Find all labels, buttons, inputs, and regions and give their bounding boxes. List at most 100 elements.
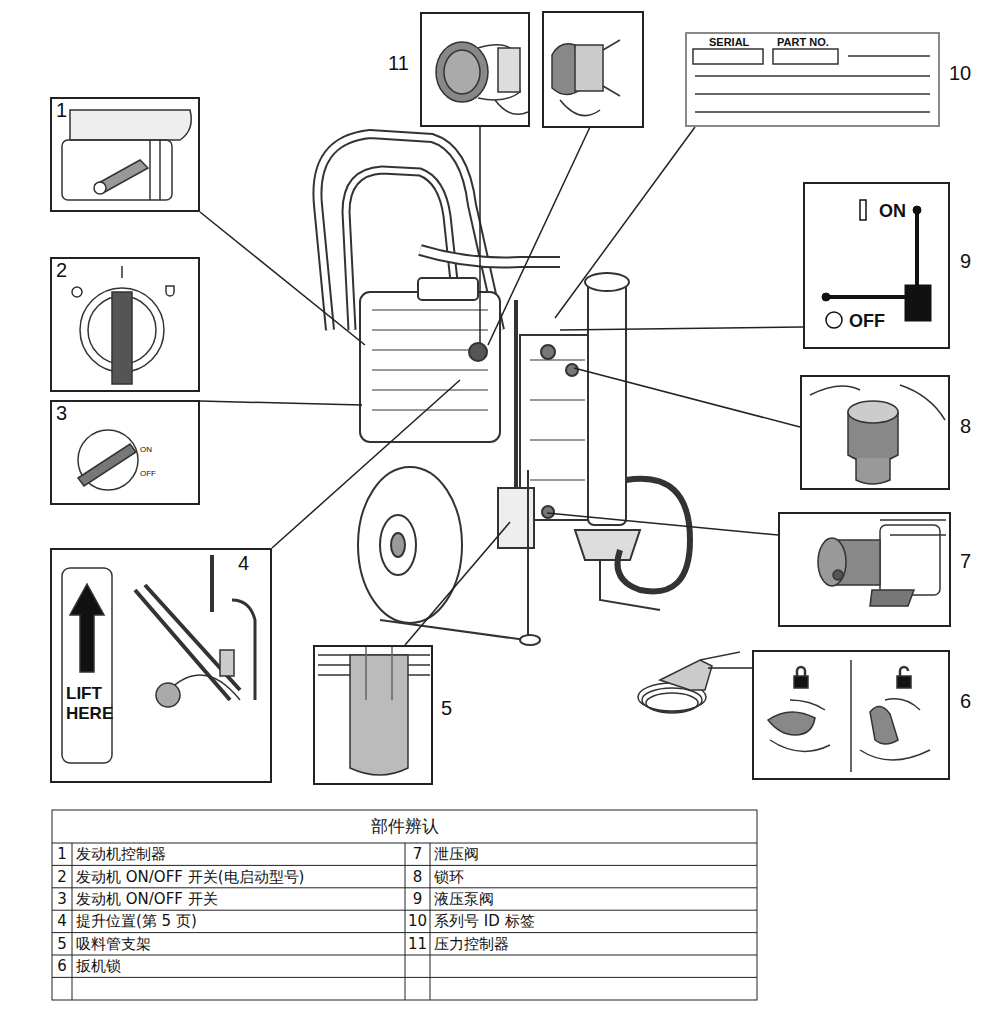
spray-gun — [642, 688, 702, 712]
engine-control-icon — [94, 182, 106, 194]
leader-line — [405, 522, 510, 645]
table-grid — [405, 843, 406, 1000]
sprayer-machine — [380, 470, 660, 642]
sprayer-machine — [588, 280, 626, 525]
callout-number: 10 — [949, 62, 971, 84]
lift-icon — [62, 568, 112, 763]
sprayer-machine — [358, 467, 462, 623]
valve-lever-icon — [915, 210, 919, 290]
table-grid — [52, 810, 757, 1000]
prime-valve-icon — [818, 538, 846, 586]
tube-support-icon — [350, 655, 408, 775]
sprayer-machine — [585, 273, 629, 291]
table-number: 9 — [413, 890, 423, 908]
prime-valve-icon — [880, 520, 946, 535]
lift-icon — [70, 584, 104, 672]
callout-box: 4LIFT HERE — [50, 548, 272, 783]
valve-lever-icon — [826, 295, 910, 299]
table-grid — [72, 843, 73, 1000]
trigger-lock-icon — [870, 706, 898, 744]
callout-box: 3ONOFF — [50, 400, 200, 505]
table-cell: 液压泵阀 — [434, 890, 494, 908]
engine-control-icon — [150, 140, 160, 200]
lift-icon — [232, 600, 255, 700]
table-number: 8 — [413, 868, 423, 886]
symbol-text: PART NO. — [777, 36, 829, 48]
prime-valve-icon — [880, 525, 940, 595]
pressure-control-icon — [498, 48, 520, 92]
sprayer-machine — [566, 364, 578, 376]
callout-number: 4 — [238, 552, 249, 574]
leader-line — [708, 667, 752, 669]
spray-gun — [660, 660, 712, 690]
serial-label-icon — [693, 49, 930, 112]
sprayer-machine — [469, 343, 487, 361]
leader-line — [488, 127, 590, 345]
leader-line — [547, 513, 778, 535]
callout-box: 5 — [313, 645, 433, 785]
table-cell: 压力控制器 — [434, 935, 509, 953]
symbol-text: ON — [879, 202, 906, 222]
trigger-lock-icon — [897, 676, 911, 688]
table-cell: 发动机控制器 — [76, 845, 166, 863]
pressure-control-icon — [478, 45, 520, 100]
table-number: 6 — [57, 957, 67, 975]
callout-number: 1 — [56, 99, 67, 121]
switch-icon — [78, 430, 138, 490]
table-cell: 吸料管支架 — [76, 935, 151, 953]
callout-box: 6 — [752, 650, 950, 780]
table-number: 2 — [57, 868, 67, 886]
callout-number: 5 — [441, 697, 452, 719]
sprayer-machine — [360, 292, 500, 442]
sprayer-machine — [575, 530, 640, 560]
table-number: 1 — [57, 845, 67, 863]
prime-valve-icon — [870, 590, 914, 606]
lift-icon — [62, 555, 255, 763]
leader-line — [200, 212, 365, 345]
spray-gun — [646, 693, 698, 713]
table-cell: 提升位置(第 5 页) — [76, 912, 197, 930]
serial-label-icon — [848, 55, 930, 57]
sprayer-machine — [542, 506, 554, 518]
leader-line — [200, 127, 803, 668]
trigger-lock-icon — [860, 699, 930, 760]
symbol-text: ON — [140, 446, 152, 455]
pressure-control-icon — [436, 12, 643, 127]
leader-line — [574, 368, 800, 427]
tube-support-icon — [366, 645, 392, 700]
switch-icon — [78, 430, 138, 490]
switch-icon — [72, 287, 82, 297]
pressure-control-icon — [444, 50, 480, 94]
sprayer-machine — [520, 635, 540, 645]
table-cell: 系列号 ID 标签 — [434, 912, 535, 930]
trigger-lock-icon — [794, 676, 808, 688]
lift-icon — [220, 650, 234, 676]
callout-number: 9 — [960, 250, 971, 272]
callout-number: 8 — [960, 415, 971, 437]
lock-ring-icon — [848, 401, 898, 423]
callout-box: 11 — [420, 12, 530, 127]
table-grid — [52, 843, 757, 1000]
table-cell: 发动机 ON/OFF 开关 — [76, 890, 218, 908]
callout-box: 7 — [778, 512, 951, 627]
prime-valve-icon — [833, 570, 843, 580]
lift-icon — [135, 555, 240, 700]
sprayer-machine — [530, 360, 585, 480]
serial-label-icon — [695, 75, 930, 77]
sprayer-machine — [418, 278, 478, 300]
switch-icon — [121, 266, 123, 278]
callout-number: 7 — [960, 550, 971, 572]
valve-lever-icon — [913, 206, 921, 214]
serial-label-icon — [693, 49, 763, 64]
prime-valve-icon — [818, 520, 946, 606]
valve-lever-icon — [822, 200, 931, 328]
sprayer-machine — [391, 533, 405, 557]
pressure-control-icon — [560, 40, 620, 116]
symbol-text: OFF — [140, 470, 156, 479]
engine-control-icon — [70, 110, 191, 140]
leader-line — [560, 327, 803, 330]
callout-box: 1 — [50, 97, 200, 212]
pressure-control-icon — [575, 45, 603, 91]
pressure-control-icon — [543, 12, 643, 127]
sprayer-machine — [420, 250, 560, 263]
